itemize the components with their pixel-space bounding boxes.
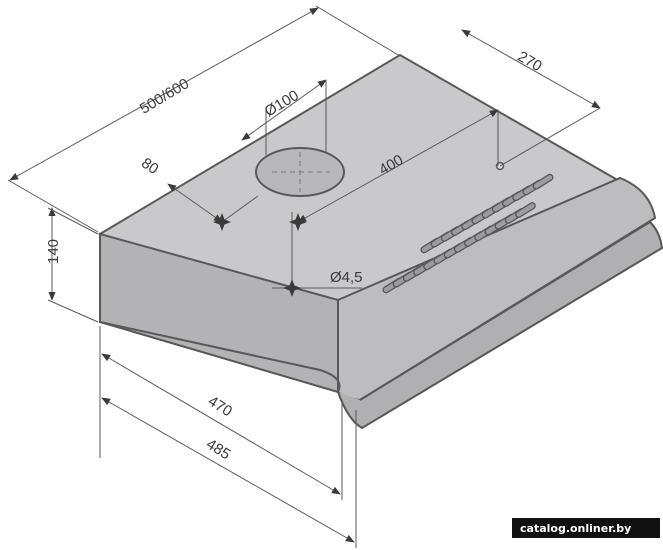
dim-spacing-line	[297, 109, 499, 223]
vent-grille	[382, 173, 554, 294]
dimension-lines	[7, 5, 601, 548]
mount-marker-star	[283, 279, 301, 297]
label-depth: 270	[515, 48, 545, 75]
vent-slot	[532, 173, 554, 190]
vent-slot	[515, 202, 536, 218]
watermark: catalog.onliner.by	[520, 522, 631, 535]
dim-width-ext-left	[7, 179, 99, 233]
label-mount-hole: Ø4,5	[330, 269, 363, 286]
label-total-depth: 485	[203, 436, 233, 464]
label-duct-diameter: Ø100	[262, 87, 302, 120]
mount-marker-star	[289, 213, 307, 231]
dim-width-line	[9, 7, 319, 181]
dim-duct-line	[241, 79, 327, 141]
label-body-depth: 470	[205, 393, 235, 421]
dim-depth-line	[461, 29, 601, 109]
dim-offset-ext	[221, 195, 259, 223]
mount-markers	[213, 213, 307, 297]
dim-height-ext-bottom	[47, 299, 99, 323]
mount-marker-star	[213, 213, 231, 231]
dim-width-ext-right	[315, 5, 401, 57]
label-offset: 80	[138, 155, 161, 178]
dim-depth-ext	[499, 107, 601, 167]
watermark-bg	[512, 518, 660, 538]
label-height: 140	[45, 239, 62, 264]
dim-height-ext-top	[47, 207, 99, 235]
dim-total-depth-line	[101, 397, 355, 543]
label-width: 500/600	[137, 75, 192, 118]
dim-offset-line	[167, 183, 223, 223]
hood-body	[98, 53, 663, 430]
